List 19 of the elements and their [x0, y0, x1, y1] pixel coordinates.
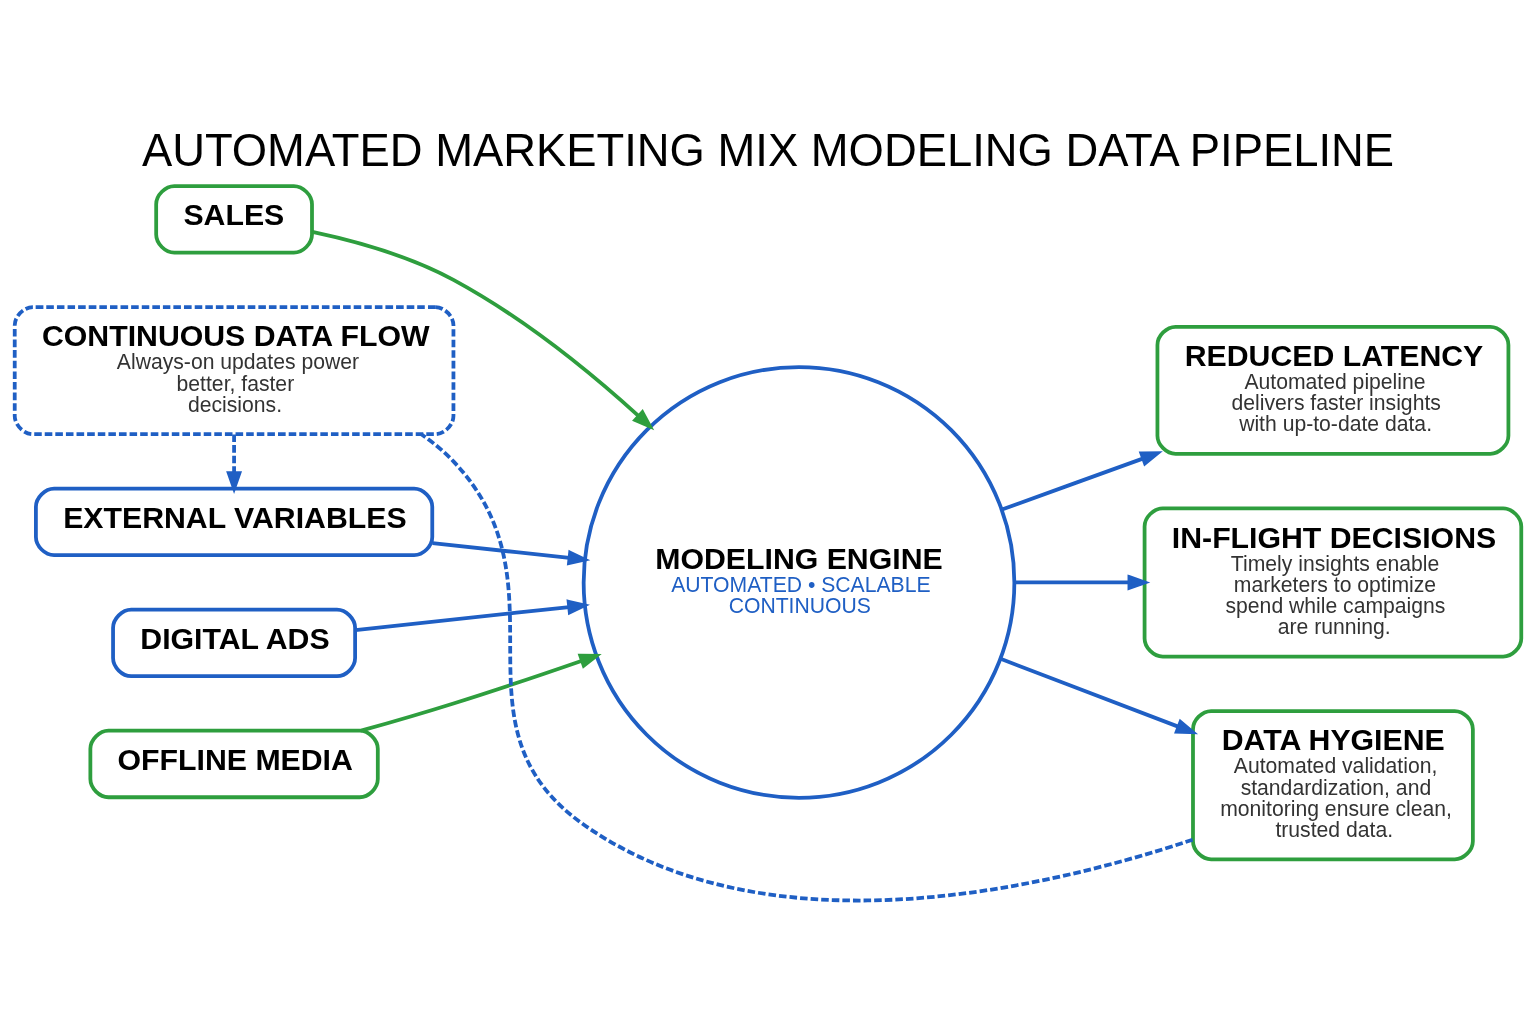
connector — [420, 432, 1194, 902]
arrow — [355, 598, 590, 632]
node-box: OFFLINE MEDIA — [88, 728, 380, 799]
arrow — [432, 540, 591, 566]
node-box: EXTERNAL VARIABLES — [34, 486, 435, 557]
node-box: DIGITAL ADS — [111, 607, 357, 678]
arrow — [1001, 450, 1163, 511]
arrow — [312, 229, 655, 430]
node-box: CONTINUOUS DATA FLOW Always-on updates power better, faster decisions. — [12, 304, 456, 436]
arrow — [1014, 573, 1151, 590]
arrow — [226, 434, 243, 494]
node-box: REDUCED LATENCY Automated pipeline delivers faster insights with up-to-date data. — [1155, 324, 1511, 456]
arrow — [1000, 656, 1199, 734]
node-box: DATA HYGIENE Automated validation, standardization, and monitoring ensure clean, trusted data. — [1191, 708, 1475, 861]
diagram-title: AUTOMATED MARKETING MIX MODELING DATA PIPELINE — [141, 124, 1395, 176]
node-box: SALES — [154, 183, 314, 255]
node-circle: MODELING ENGINE AUTOMATED • SCALABLE CONTINUOUS — [581, 364, 1017, 800]
node-box: IN-FLIGHT DECISIONS Timely insights enable marketers to optimize spend while campaigns are running. — [1142, 505, 1524, 658]
arrow — [360, 653, 602, 732]
